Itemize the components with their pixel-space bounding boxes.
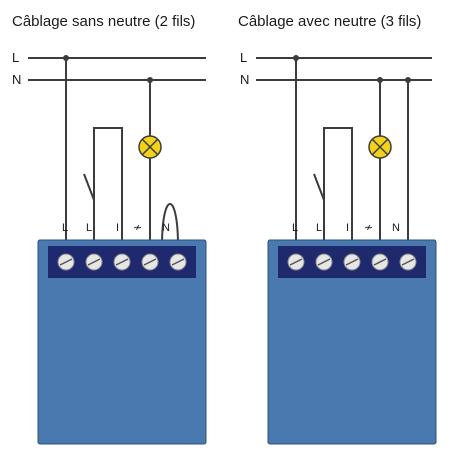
line-label-l: L — [12, 50, 19, 65]
terminal-label: ≁ — [364, 222, 373, 234]
lamp-icon — [138, 135, 162, 159]
terminal-label: N — [392, 222, 400, 234]
screw-terminal-icon — [141, 253, 159, 271]
terminal-label: I — [116, 222, 119, 234]
screw-terminal-icon — [113, 253, 131, 271]
line-label-n: N — [240, 72, 249, 87]
terminal-label: L — [316, 222, 322, 234]
module-body — [37, 239, 207, 445]
screw-terminal-icon — [371, 253, 389, 271]
screw-terminal-icon — [399, 253, 417, 271]
diagram-title: Câblage avec neutre (3 fils) — [238, 13, 421, 30]
bridge-wire — [161, 203, 179, 247]
line-label-n: N — [12, 72, 21, 87]
terminal-label: L — [86, 222, 92, 234]
screw-terminal-icon — [287, 253, 305, 271]
diagram-with-neutral: Câblage avec neutre (3 fils) L N L L I ≁… — [238, 13, 437, 445]
switch-icon — [313, 127, 353, 246]
diagram-title: Câblage sans neutre (2 fils) — [12, 13, 195, 30]
line-label-l: L — [240, 50, 247, 65]
screw-terminal-icon — [315, 253, 333, 271]
screw-terminal-icon — [57, 253, 75, 271]
terminal-label: ≁ — [133, 222, 142, 234]
screw-terminal-icon — [85, 253, 103, 271]
terminal-label: I — [346, 222, 349, 234]
screw-terminal-icon — [169, 253, 187, 271]
module-body — [267, 239, 437, 445]
terminal-label: L — [62, 222, 68, 234]
diagram-without-neutral: Câblage sans neutre (2 fils) L N L L I ≁ — [12, 13, 207, 445]
lamp-icon — [368, 135, 392, 159]
terminal-label: N — [162, 222, 170, 234]
switch-icon — [83, 127, 123, 246]
screw-terminal-icon — [343, 253, 361, 271]
terminal-label: L — [292, 222, 298, 234]
